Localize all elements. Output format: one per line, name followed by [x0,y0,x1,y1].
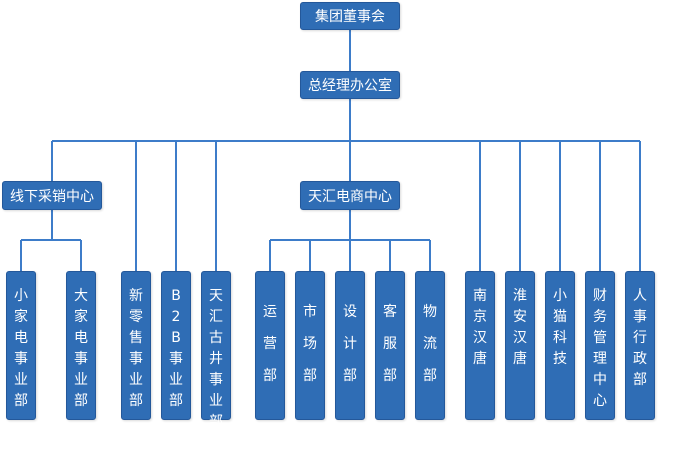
board-box: 集团董事会 [300,2,400,30]
dept-new-retail: 新零售事业部新零售事业部 [121,271,151,420]
online-center-box: 天汇电商中心 [300,181,400,210]
dept-large-appliance: 大家电事业部大家电事业部 [66,271,96,420]
gm-office-box: 总经理办公室 [300,71,400,99]
dept-logistics: 物流部物流部 [415,271,445,420]
dept-xiaomao-tech: 小猫科技小猫科技 [545,271,575,420]
dept-nanjing-hantang: 南京汉唐南京汉唐 [465,271,495,420]
dept-b2b: B2B事业部B2B事业部 [161,271,191,420]
dept-customer-service: 客服部客服部 [375,271,405,420]
dept-design: 设计部设计部 [335,271,365,420]
dept-marketing: 市场部市场部 [295,271,325,420]
dept-hr-admin: 人事行政部人事行政部 [625,271,655,420]
dept-operations: 运营部运营部 [255,271,285,420]
offline-center-box: 线下采销中心 [2,181,102,210]
dept-huaian-hantang: 淮安汉唐淮安汉唐 [505,271,535,420]
dept-small-appliance: 小家电事业部小家电事业部 [6,271,36,420]
dept-finance-center: 财务管理中心财务管理中心 [585,271,615,420]
dept-tianhui-gujing: 天汇古井事业部天汇古井事业部 [201,271,231,430]
